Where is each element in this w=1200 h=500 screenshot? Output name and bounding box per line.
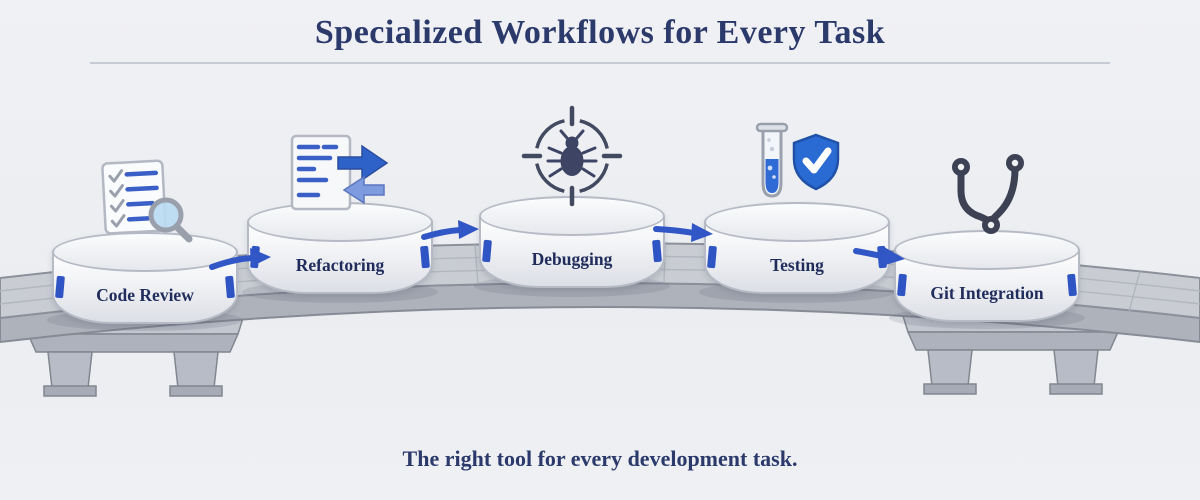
step-label: Git Integration bbox=[930, 282, 1044, 303]
band-accent-right bbox=[877, 245, 887, 269]
band-accent-right bbox=[225, 275, 235, 299]
title-divider bbox=[90, 62, 1110, 64]
git-integration-icon-svg bbox=[952, 154, 1024, 234]
band-accent-right bbox=[652, 239, 662, 263]
platform-cylinder: Git Integration bbox=[894, 230, 1080, 322]
refactoring-icon-svg bbox=[290, 134, 389, 211]
platform-cylinder: Testing bbox=[704, 202, 890, 294]
step-label: Refactoring bbox=[295, 254, 385, 275]
caption-text: The right tool for every development tas… bbox=[402, 446, 798, 471]
platform-top bbox=[894, 230, 1080, 270]
workflow-step-debugging: Debugging bbox=[479, 105, 665, 288]
page-title: Specialized Workflows for Every Task bbox=[314, 14, 886, 51]
header: Specialized Workflows for Every Task bbox=[0, 0, 1200, 64]
platform-cylinder: Refactoring bbox=[247, 202, 433, 294]
band-accent-left bbox=[482, 239, 492, 263]
code-review-icon-svg bbox=[101, 159, 193, 243]
band-accent-left bbox=[250, 245, 260, 269]
band-accent-left bbox=[707, 245, 717, 269]
debugging-icon bbox=[516, 103, 628, 212]
platform-cylinder: Code Review bbox=[52, 232, 238, 324]
band-accent-left bbox=[897, 273, 907, 297]
workflow-step-code-review: Code Review bbox=[52, 149, 238, 324]
step-label: Testing bbox=[770, 254, 824, 275]
debugging-icon-svg bbox=[521, 105, 623, 207]
platform-top bbox=[704, 202, 890, 242]
step-label: Debugging bbox=[531, 248, 613, 269]
band-accent-right bbox=[420, 245, 430, 269]
band-accent-right bbox=[1067, 273, 1077, 297]
git-integration-icon bbox=[941, 151, 1033, 246]
workflow-step-refactoring: Refactoring bbox=[247, 119, 433, 294]
workflow-step-testing: Testing bbox=[704, 119, 890, 294]
testing-icon-svg bbox=[755, 122, 840, 198]
testing-icon bbox=[743, 119, 851, 218]
code-review-icon bbox=[95, 159, 195, 248]
band-accent-left bbox=[55, 275, 65, 299]
step-label: Code Review bbox=[96, 284, 194, 305]
refactoring-icon bbox=[288, 133, 392, 218]
platform-top bbox=[52, 232, 238, 272]
workflow-step-git-integration: Git Integration bbox=[894, 147, 1080, 322]
